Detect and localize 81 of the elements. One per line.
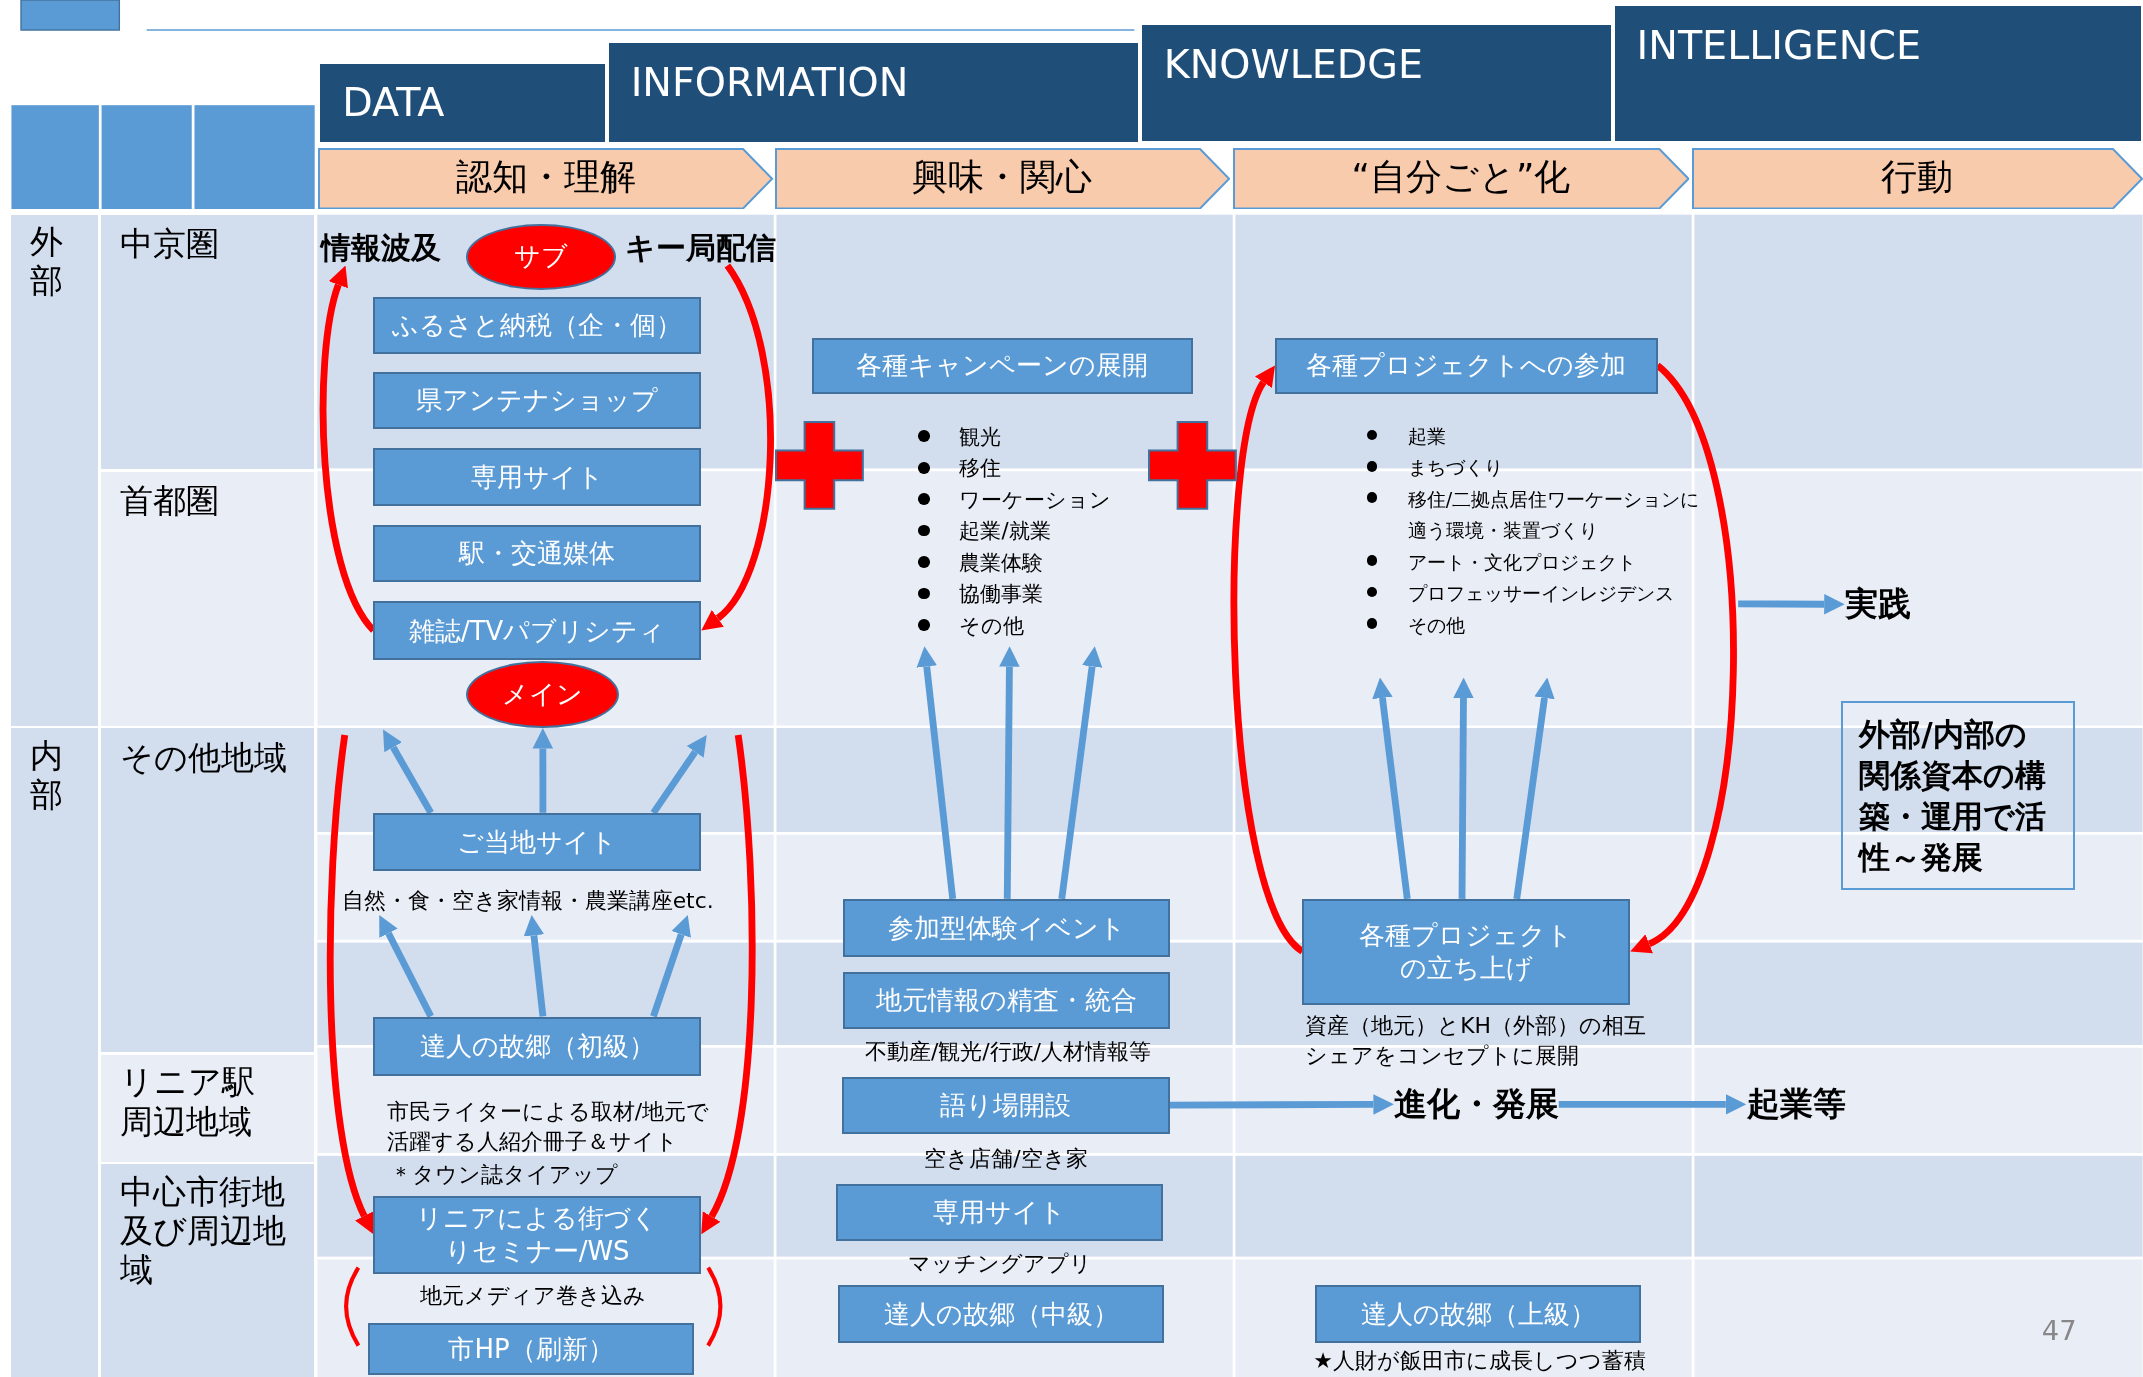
chevron-banner: “自分ごと”化 <box>1232 147 1690 210</box>
bullet-item: 起業/就業 <box>918 515 1117 547</box>
bullet-item: 移住/二拠点居住ワーケーションに適う環境・装置づくり <box>1366 483 1702 547</box>
bold-label: キー局配信 <box>624 229 776 266</box>
process-box: 専用サイト <box>373 448 702 506</box>
arrow <box>1058 646 1103 900</box>
process-box: リニアによる街づくりセミナー/WS <box>373 1195 702 1274</box>
bullet-item: まちづくり <box>1366 452 1702 484</box>
bullet-item: プロフェッサーインレジデンス <box>1366 578 1702 610</box>
process-box: 各種キャンペーンの展開 <box>811 337 1194 394</box>
process-box: 専用サイト <box>836 1183 1164 1241</box>
node-label: 地元メディア巻き込み <box>419 1281 647 1310</box>
node-label: ★人財が飯田市に成長しつつ蓄積 <box>1312 1347 1647 1376</box>
process-box: ふるさと納税（企・個） <box>373 296 702 354</box>
arrow <box>1513 677 1555 900</box>
curved-arrow <box>703 263 774 633</box>
bullet-item: その他 <box>918 609 1117 641</box>
process-box: 駅・交通媒体 <box>373 524 702 583</box>
arrow <box>1453 677 1474 899</box>
row-header: 中京圏 <box>101 214 315 469</box>
bullet-item: その他 <box>1366 609 1702 641</box>
chevron-banner: 行動 <box>1692 147 2143 210</box>
process-box: 県アンテナショップ <box>373 371 702 430</box>
process-box: 地元情報の精査・統合 <box>843 971 1170 1030</box>
arrow <box>916 646 957 900</box>
bullet-item: 農業体験 <box>918 546 1117 579</box>
arrow <box>650 734 707 815</box>
chevron-banner: 興味・関心 <box>774 147 1231 210</box>
arrow <box>1169 1094 1394 1115</box>
node-label: マッチングアプリ <box>907 1250 1094 1279</box>
bullet-item: アート・文化プロジェクト <box>1366 546 1702 579</box>
plus-sign <box>774 420 864 510</box>
process-box: 各種プロジェクトの立ち上げ <box>1302 899 1631 1005</box>
process-box: ご当地サイト <box>373 813 702 871</box>
stage-band: INTELLIGENCE <box>1612 4 2143 144</box>
arrow <box>379 915 434 1018</box>
process-box: 達人の故郷（初級） <box>373 1016 702 1076</box>
process-box: 参加型体験イベント <box>843 899 1170 957</box>
bold-label: 情報波及 <box>321 229 442 266</box>
arrow <box>1558 1094 1747 1115</box>
process-box: 語り場開設 <box>841 1076 1170 1135</box>
arrow <box>523 915 547 1017</box>
arrow <box>383 729 434 815</box>
stage-band: INFORMATION <box>606 41 1140 144</box>
bullet-item: 協働事業 <box>918 578 1117 610</box>
stage-band: DATA <box>318 61 607 144</box>
node-label: 資産（地元）とKH（外部）の相互シェアをコンセプトに展開 <box>1305 1012 1647 1070</box>
process-box: 市HP（刷新） <box>367 1322 695 1375</box>
note-box: 外部/内部の関係資本の構築・運用で活性～発展 <box>1840 701 2075 890</box>
bullet-item: 起業 <box>1366 420 1702 453</box>
curved-arrow <box>702 734 756 1236</box>
bullet-item: ワーケーション <box>918 483 1117 516</box>
process-box: 雑誌/TVパブリシティ <box>373 601 702 661</box>
plus-sign <box>1148 420 1237 510</box>
row-header: 外部 <box>10 214 99 726</box>
chevron-banner: 認知・理解 <box>318 147 774 210</box>
bold-label: 起業等 <box>1746 1085 1846 1125</box>
bold-label: 進化・発展 <box>1394 1085 1560 1125</box>
node-label: 市民ライターによる取材/地元で活躍する人紹介冊子＆サイト <box>386 1098 711 1156</box>
bullet-item: 観光 <box>918 420 1117 453</box>
bullet-item: 移住 <box>918 452 1117 484</box>
row-header: 内部 <box>10 728 99 1377</box>
arrow <box>1372 677 1411 900</box>
row-header: リニア駅周辺地域 <box>101 1055 315 1162</box>
row-header: その他地域 <box>101 728 315 1053</box>
arrow <box>532 728 554 813</box>
process-box: 各種プロジェクトへの参加 <box>1275 337 1658 394</box>
arrow <box>650 915 691 1018</box>
process-box: 達人の故郷（上級） <box>1314 1284 1642 1344</box>
page-number: 47 <box>2041 1314 2077 1348</box>
node-label: 空き店舗/空き家 <box>923 1144 1089 1173</box>
node-label: 不動産/観光/行政/人材情報等 <box>863 1038 1152 1067</box>
node-label: ＊タウン誌タイアップ <box>389 1161 619 1190</box>
bold-label: 実践 <box>1845 584 1912 625</box>
arrow <box>999 646 1020 899</box>
curved-arrow <box>326 734 374 1235</box>
process-box: 達人の故郷（中級） <box>837 1284 1165 1344</box>
row-header: 首都圏 <box>101 471 315 726</box>
note-text: 自然・食・空き家情報・農業講座etc. <box>341 887 714 916</box>
row-header: 中心市街地及び周辺地域 <box>101 1164 315 1377</box>
stage-band: KNOWLEDGE <box>1139 23 1613 144</box>
